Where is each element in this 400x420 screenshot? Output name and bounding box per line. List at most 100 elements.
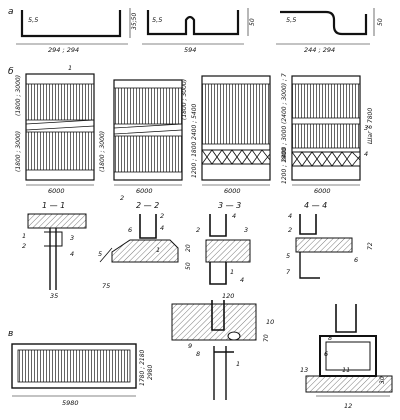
panel-2-marker: 2 (120, 194, 124, 202)
panel-4-upper-sheet (291, 83, 361, 119)
detail-middle-profile-top (211, 300, 225, 331)
section-1-1-beam (27, 213, 87, 229)
panel-2-lower-sheet (113, 135, 183, 173)
section-4-4-profile (299, 214, 317, 235)
detail-right-label-6: 6 (324, 350, 328, 358)
panel-1-lower-sheet (25, 131, 95, 171)
panel-3-bottom-dim: 1200 ; 1800 (191, 141, 198, 178)
section-2-2-profile (139, 214, 157, 239)
panel-2: (1800 ; 3000) (1800 ; 3000) 6000 2 (99, 79, 188, 202)
detail-right-label-12: 12 (344, 402, 352, 410)
profile-2: 5,5 594 50 (142, 8, 256, 54)
detail-panel-width: 5980 (62, 399, 79, 407)
detail-panel: 5980 1780 ; 2180 2980 (11, 343, 154, 407)
detail-middle-profile-bottom (213, 346, 234, 400)
panel-2-bottom-dim: (1800 ; 3000) (99, 131, 106, 172)
panel-3-truss-lattice (201, 149, 271, 165)
panel-1-width: 6000 (48, 187, 65, 195)
section-4-4-block (295, 237, 353, 253)
detail-right-label-11: 11 (342, 366, 350, 374)
section-1-1-title: 1 — 1 (42, 201, 65, 210)
profile-2-height: 50 (249, 18, 256, 26)
panel-4: (2400 ; 3000) ; 7 2400 ; 3000 1200 ; 180… (281, 73, 374, 195)
panel-4-width: 6000 (314, 187, 331, 195)
profile-1-shape (20, 10, 122, 38)
panel-4-truss-lattice (291, 151, 361, 167)
section-2-2-base (111, 239, 179, 263)
panel-3-width: 6000 (224, 187, 241, 195)
panel-3-truss (201, 149, 271, 165)
detail-right-inner (325, 341, 371, 371)
panel-4-bottom2-dim: 1200 ; 1800 (281, 147, 288, 184)
section-4-4: 4 — 4 4 2 5 7 6 72 (286, 201, 374, 279)
panel-4-bottom-dim: 2400 ; 3000 (281, 125, 288, 162)
detail-right-profile-top (335, 304, 357, 333)
detail-middle-label-1: 1 (236, 360, 240, 368)
section-4-4-label-7: 7 (286, 268, 291, 276)
profile-3: 5,5 244 ; 294 50 (276, 8, 384, 54)
detail-right-label-13: 13 (300, 366, 308, 374)
profile-2-thickness: 5,5 (152, 16, 162, 24)
sections-row: 1 — 1 1 2 3 4 35 2 — 2 2 4 6 5 1 75 3 — … (22, 201, 374, 300)
part-label-a: а (8, 7, 14, 17)
section-1-1-label-1: 1 (22, 232, 26, 240)
detail-middle-slab (171, 303, 257, 341)
section-4-4-label-2: 2 (288, 226, 292, 234)
section-3-3-dim-1: 20 (185, 244, 192, 252)
detail-middle-label-10: 10 (266, 318, 274, 326)
section-1-1-bracket (44, 231, 63, 247)
section-2-2-dim: 75 (102, 282, 110, 290)
section-2-2-label-2: 2 (160, 212, 164, 220)
profile-1-height: 35;50 (131, 13, 138, 30)
detail-joint-right: 8 6 11 13 12 30 (300, 304, 393, 410)
section-3-3-title: 3 — 3 (218, 201, 241, 210)
profile-1-thickness: 5,5 (28, 16, 38, 24)
panel-1: 1 (1800 ; 3000) (1800 ; 3000) 6000 (15, 64, 95, 195)
detail-right-base (305, 375, 393, 393)
panel-4-marker-4: 4 (364, 150, 368, 158)
panel-4-top-dim: (2400 ; 3000) ; 7 (281, 73, 288, 124)
panel-2-break-line (113, 123, 183, 135)
section-3-3-label-3: 3 (244, 226, 248, 234)
section-4-4-title: 4 — 4 (304, 201, 327, 210)
detail-panel-sheet (17, 349, 131, 383)
section-1-1-dim: 35 (50, 292, 58, 300)
section-3-3-label-2: 2 (196, 226, 200, 234)
detail-middle-seal (227, 331, 241, 341)
detail-middle-label-9: 9 (188, 342, 192, 350)
profile-3-shape (280, 10, 368, 36)
section-2-2-flashing (99, 247, 113, 263)
panel-4-side-dim: Шаг 6 7800 (367, 108, 374, 144)
panel-1-top-dim: (1800 ; 3000) (15, 75, 22, 116)
profile-2-shape (146, 10, 240, 36)
detail-middle-label-70: 70 (263, 334, 270, 342)
section-2-2-label-4: 4 (160, 224, 164, 232)
panel-4-mid-sheet (291, 123, 361, 149)
panel-4-marker-3: 3 (364, 124, 368, 132)
section-1-1: 1 — 1 1 2 3 4 35 (22, 201, 87, 300)
section-3-3-dim-2: 50 (185, 262, 192, 270)
part-label-c: в (8, 329, 13, 339)
section-2-2-title: 2 — 2 (136, 201, 159, 210)
panel-2-upper-sheet (113, 87, 183, 125)
panel-1-upper-sheet (25, 83, 95, 121)
detail-right-label-8: 8 (328, 334, 332, 342)
detail-panel-height-a: 1780 ; 2180 (139, 349, 146, 386)
profile-3-width: 244 ; 294 (304, 46, 335, 54)
profiles-row: а 5,5 294 ; 294 35;50 5,5 594 50 5,5 244… (8, 7, 384, 54)
panel-1-break-line (25, 119, 95, 131)
section-2-2-label-1: 1 (156, 246, 160, 254)
section-1-1-label-3: 3 (70, 234, 74, 242)
profile-3-thickness: 5,5 (286, 16, 296, 24)
section-4-4-label-6: 6 (354, 256, 358, 264)
detail-joint-middle: 9 8 1 10 70 (171, 300, 274, 400)
section-2-2-label-6: 6 (128, 226, 132, 234)
section-4-4-lower-profile (299, 252, 320, 279)
section-3-3-label-4a: 4 (232, 212, 236, 220)
section-1-1-profile (49, 228, 57, 290)
panel-1-marker: 1 (68, 64, 72, 72)
details-row: в 5980 1780 ; 2180 2980 9 8 1 10 70 (8, 300, 393, 410)
section-4-4-label-4: 4 (288, 212, 292, 220)
panel-1-bottom-dim: (1800 ; 3000) (15, 131, 22, 172)
